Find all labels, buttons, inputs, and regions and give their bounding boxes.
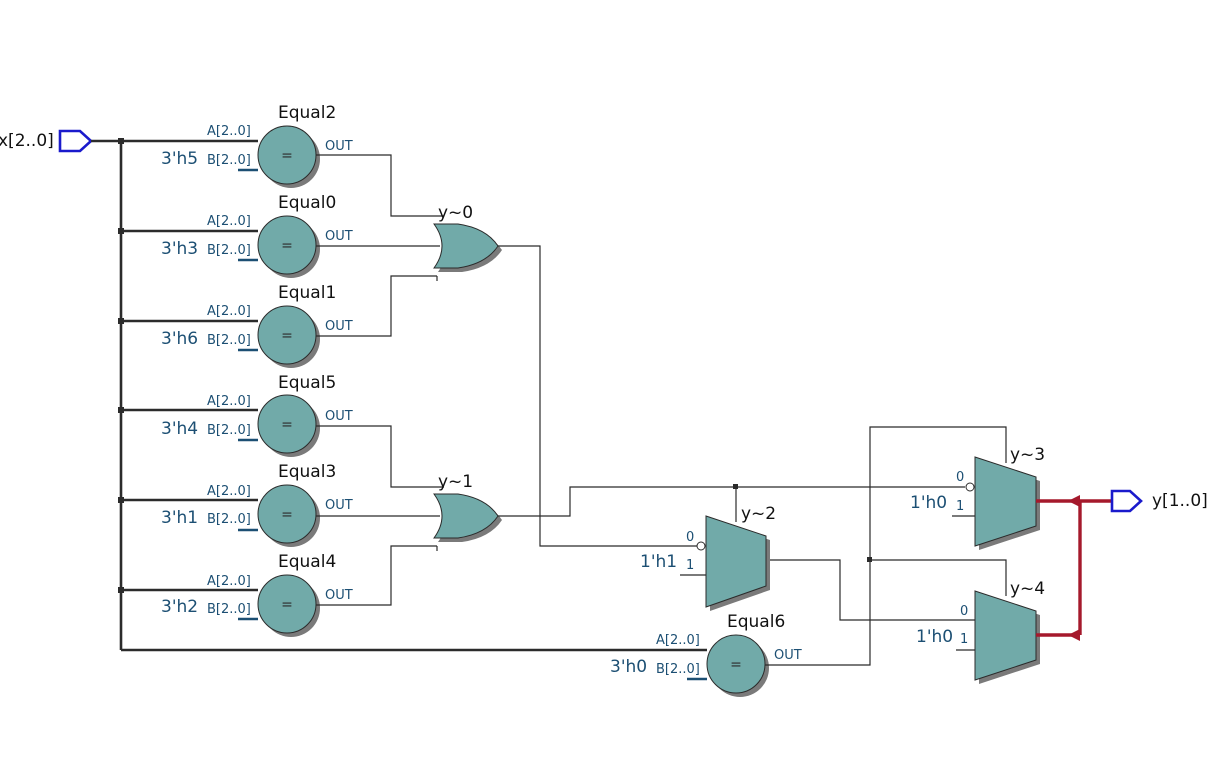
equal-symbol: = xyxy=(281,597,293,613)
or-gate-y1[interactable]: y~1 xyxy=(433,472,502,542)
mux-const: 1'h1 xyxy=(640,552,677,572)
mux-y3[interactable]: y~3 0 1 1'h0 xyxy=(910,445,1045,550)
equal-symbol: = xyxy=(281,238,293,254)
comparator-name: Equal0 xyxy=(278,193,336,213)
mux-label: y~2 xyxy=(741,504,776,524)
pin-out: OUT xyxy=(325,588,353,603)
equal-symbol: = xyxy=(281,328,293,344)
pin-b: B[2..0] xyxy=(207,153,251,168)
wires-or1 xyxy=(316,425,444,606)
pin-a: A[2..0] xyxy=(656,633,700,648)
pin-a: A[2..0] xyxy=(207,574,251,589)
const-label: 3'h3 xyxy=(161,239,198,259)
equal-symbol: = xyxy=(281,148,293,164)
wires-or0 xyxy=(316,154,444,337)
comparator-equal3[interactable]: Equal3 A[2..0] 3'h1 B[2..0] = OUT xyxy=(161,462,353,547)
comparator-name: Equal1 xyxy=(278,283,336,303)
mux-const: 1'h0 xyxy=(910,493,947,513)
pin-a: A[2..0] xyxy=(207,124,251,139)
or-gate-y0[interactable]: y~0 xyxy=(433,203,502,272)
or-gate-label: y~0 xyxy=(438,203,473,223)
mux-label: y~4 xyxy=(1010,579,1045,599)
pin-a: A[2..0] xyxy=(207,394,251,409)
comparator-name: Equal2 xyxy=(278,103,336,123)
equal-symbol: = xyxy=(730,657,742,673)
equal-symbol: = xyxy=(281,507,293,523)
equal-symbol: = xyxy=(281,417,293,433)
pin-a: A[2..0] xyxy=(207,484,251,499)
mux-in1: 1 xyxy=(960,632,968,647)
output-port-label: y[1..0] xyxy=(1152,491,1208,511)
wires-mid xyxy=(498,245,1007,666)
mux-label: y~3 xyxy=(1010,445,1045,465)
mux-in1: 1 xyxy=(686,558,694,573)
pin-b: B[2..0] xyxy=(656,662,700,677)
comparator-equal1[interactable]: Equal1 A[2..0] 3'h6 B[2..0] = OUT xyxy=(161,283,353,368)
pin-out: OUT xyxy=(325,139,353,154)
comparator-name: Equal4 xyxy=(278,552,336,572)
pin-a: A[2..0] xyxy=(207,304,251,319)
comparator-equal5[interactable]: Equal5 A[2..0] 3'h4 B[2..0] = OUT xyxy=(161,373,353,457)
mux-y2[interactable]: y~2 0 1 1'h1 xyxy=(640,504,776,611)
pin-out: OUT xyxy=(325,229,353,244)
mux-in0: 0 xyxy=(960,604,968,619)
pin-b: B[2..0] xyxy=(207,243,251,258)
mux-const: 1'h0 xyxy=(916,627,953,647)
const-label: 3'h6 xyxy=(161,329,198,349)
const-label: 3'h4 xyxy=(161,419,198,439)
mux-in0: 0 xyxy=(686,530,694,545)
output-port-y[interactable]: y[1..0] xyxy=(1110,489,1208,513)
const-label: 3'h2 xyxy=(161,597,198,617)
output-bus xyxy=(1036,495,1112,641)
comparator-equal4[interactable]: Equal4 A[2..0] 3'h2 B[2..0] = OUT xyxy=(161,552,353,637)
pin-a: A[2..0] xyxy=(207,214,251,229)
input-port-x[interactable]: x[2..0] xyxy=(0,129,93,153)
comparator-equal0[interactable]: Equal0 A[2..0] 3'h3 B[2..0] = OUT xyxy=(161,193,353,278)
comparator-equal6[interactable]: Equal6 A[2..0] 3'h0 B[2..0] = OUT xyxy=(610,612,802,697)
pin-b: B[2..0] xyxy=(207,423,251,438)
comparator-name: Equal6 xyxy=(727,612,785,632)
const-label: 3'h1 xyxy=(161,508,198,528)
mux-in1: 1 xyxy=(956,499,964,514)
or-gate-label: y~1 xyxy=(438,472,473,492)
pin-b: B[2..0] xyxy=(207,512,251,527)
const-label: 3'h5 xyxy=(161,149,198,169)
mux-y4[interactable]: y~4 0 1 1'h0 xyxy=(916,579,1045,684)
comparator-equal2[interactable]: Equal2 A[2..0] 3'h5 B[2..0] = OUT xyxy=(161,103,353,188)
pin-out: OUT xyxy=(774,648,802,663)
pin-b: B[2..0] xyxy=(207,333,251,348)
input-port-label: x[2..0] xyxy=(0,131,54,151)
pin-b: B[2..0] xyxy=(207,602,251,617)
const-label: 3'h0 xyxy=(610,657,647,677)
pin-out: OUT xyxy=(325,498,353,513)
pin-out: OUT xyxy=(325,409,353,424)
mux-in0: 0 xyxy=(956,470,964,485)
input-bus xyxy=(91,138,707,652)
pin-out: OUT xyxy=(325,319,353,334)
comparator-name: Equal5 xyxy=(278,373,336,393)
comparator-name: Equal3 xyxy=(278,462,336,482)
